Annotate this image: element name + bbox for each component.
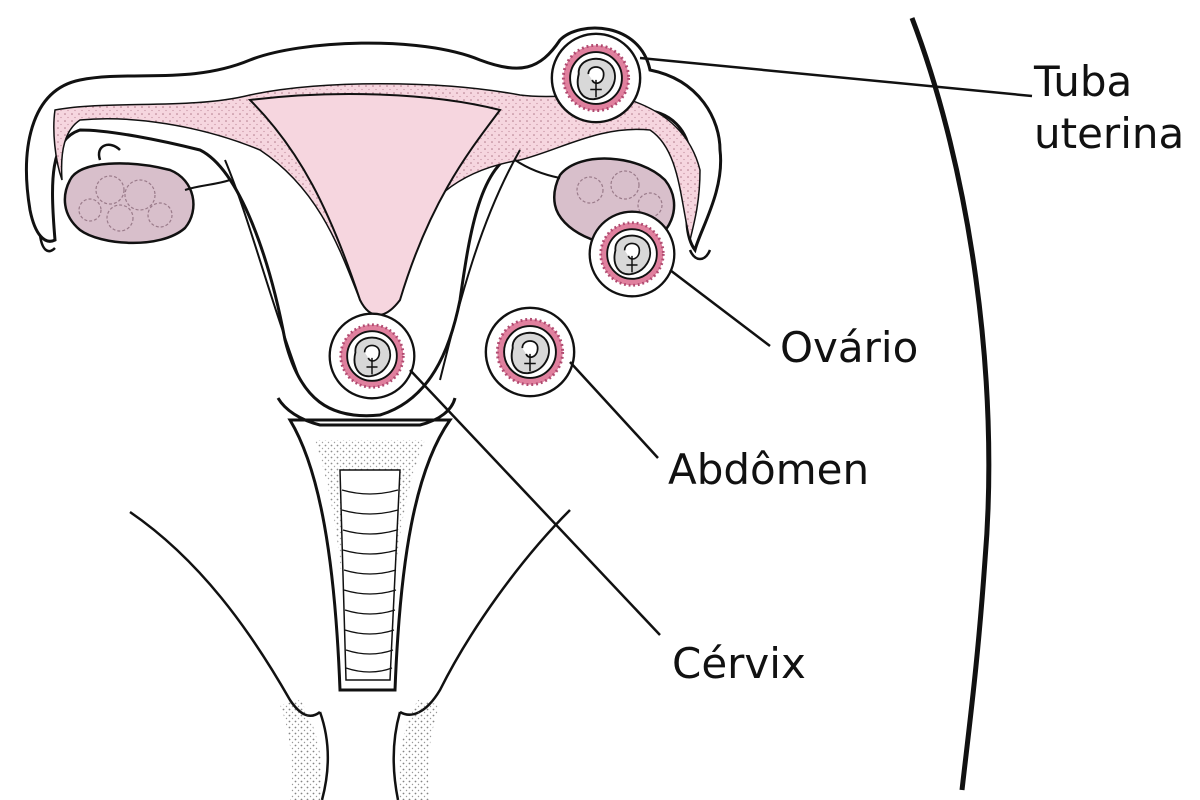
left-ovary	[63, 162, 231, 245]
vulva-shading	[280, 700, 322, 800]
leader-lines	[409, 56, 1033, 636]
label-ovary: Ovário	[780, 323, 918, 372]
embryo-icon-abdomen	[484, 306, 576, 398]
embryo-icon-tube	[550, 32, 642, 124]
label-abdomen: Abdômen	[668, 445, 869, 494]
vagina	[276, 397, 457, 692]
vulva-shading-right	[398, 700, 440, 800]
embryo-icon-ovary	[588, 210, 676, 298]
label-fallopian-tube-line2: uterina	[1034, 109, 1184, 158]
label-cervix: Cérvix	[672, 639, 806, 688]
embryo-icon-cervix	[328, 312, 416, 400]
label-fallopian-tube-line1: Tuba	[1033, 57, 1132, 106]
uterus	[25, 26, 723, 418]
body-outline	[909, 17, 992, 791]
